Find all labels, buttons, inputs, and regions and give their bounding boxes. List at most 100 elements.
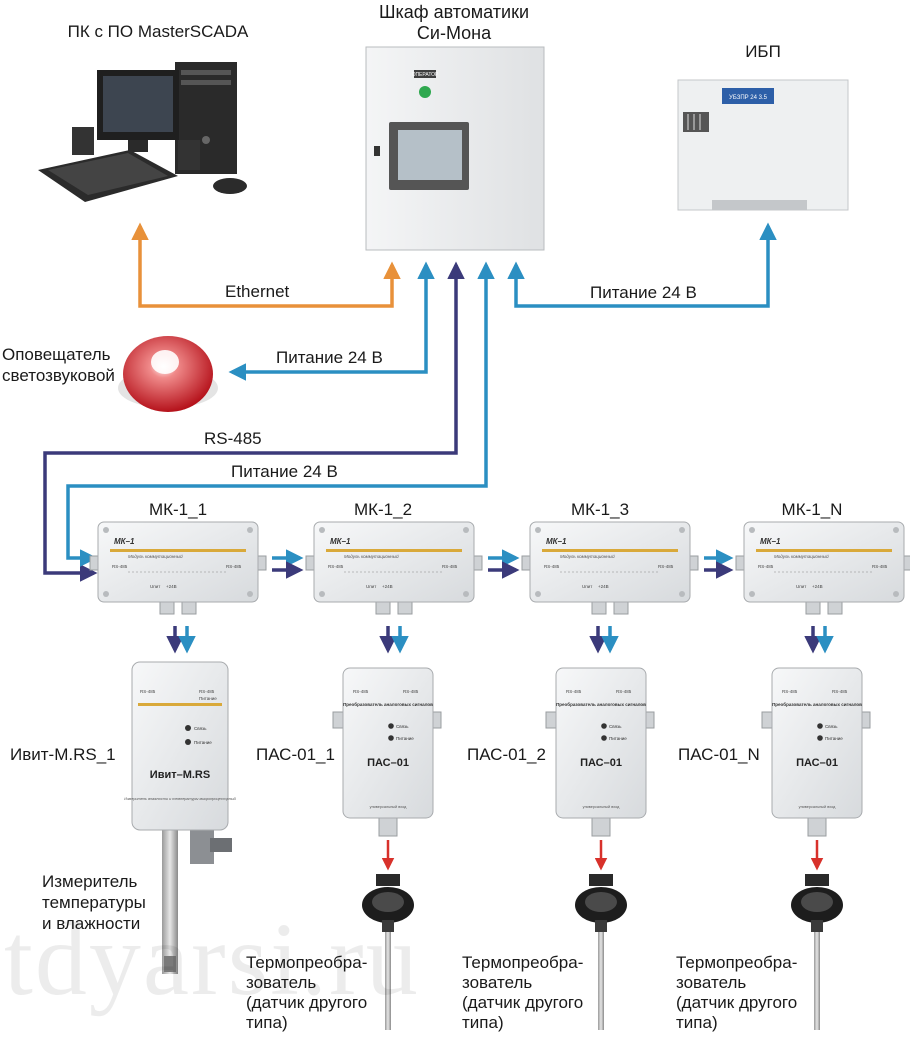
ivit-caption-line3: и влажности [42, 914, 141, 933]
module-volt: +24В [598, 584, 609, 589]
module-body [743, 521, 905, 603]
converter-label-1: ПАС-01_1 [256, 745, 335, 764]
power-bus-line [66, 261, 495, 567]
thermo-sensor-3 [791, 874, 843, 1030]
siren-dome [123, 336, 213, 412]
module-volt: +24В [382, 584, 393, 589]
module-title: МК–1 [330, 537, 351, 546]
watermark: tdyarsi.ru [4, 902, 420, 1017]
converter-led-2-text: Питание [609, 736, 627, 741]
ivit-body [131, 661, 229, 831]
ivit-led-2-text: Питание [194, 740, 212, 745]
module-screw [749, 591, 755, 597]
pc-speaker-left [72, 127, 94, 155]
module-port-left: RS-485 [112, 564, 128, 569]
module-label-n: МК-1_N [781, 500, 843, 519]
ivit-stripe [138, 703, 222, 706]
module-screw [893, 527, 899, 533]
converter-name: ПАС–01 [796, 757, 838, 769]
module-pit: Uпит [366, 584, 376, 589]
ivit-port-right: RS-485 [199, 689, 215, 694]
ivit-caption-line2: температуры [42, 893, 146, 912]
converter-led-1-text: Связь [609, 724, 622, 729]
converter-port-left: RS-485 [782, 689, 798, 694]
module-screw [535, 591, 541, 597]
thermo-neck [382, 920, 394, 932]
converter-port-left: RS-485 [566, 689, 582, 694]
svg-text:УБЗПР 24 3.5: УБЗПР 24 3.5 [729, 95, 768, 101]
converter-name: ПАС–01 [367, 757, 409, 769]
module-label-3: МК-1_3 [570, 500, 630, 519]
module-port-right: RS-485 [658, 564, 674, 569]
thermo-cap [376, 874, 400, 886]
module-screw [893, 591, 899, 597]
thermo-caption-1: Термопреобра- зователь (датчик другого т… [246, 953, 368, 1032]
ups-badge [722, 88, 774, 104]
module-screw [319, 591, 325, 597]
pc-speaker-right [178, 140, 200, 170]
module-links-layer [166, 549, 834, 654]
pc-mouse [213, 178, 247, 194]
converter-led-1-text: Связь [396, 724, 409, 729]
converter-led-1 [388, 723, 394, 729]
module-port-left: RS-485 [758, 564, 774, 569]
module-body [529, 521, 691, 603]
module-pit: Uпит [150, 584, 160, 589]
ivit-probe [162, 824, 178, 974]
thermo-head-highlight [585, 892, 617, 912]
module-screw [535, 527, 541, 533]
module-body [97, 521, 259, 603]
thermo-cap [805, 874, 829, 886]
converter-footer: универсальный вход [799, 805, 836, 809]
converter-port-left: RS-485 [353, 689, 369, 694]
module-screw [749, 527, 755, 533]
module-screw [679, 527, 685, 533]
siren-illustration [118, 336, 218, 412]
converter-port-right: RS-485 [403, 689, 419, 694]
power-bus-label: Питание 24 В [231, 462, 338, 481]
module-screw [319, 527, 325, 533]
converter-led-2 [817, 735, 823, 741]
module-title: МК–1 [760, 537, 781, 546]
module-port-right: RS-485 [442, 564, 458, 569]
module-subtitle: Модуль коммутационный [128, 553, 183, 559]
ethernet-label: Ethernet [225, 282, 290, 301]
module-port-left: RS-485 [328, 564, 344, 569]
converter-body [342, 667, 434, 819]
ivit-port-left: RS-485 [140, 689, 156, 694]
thermo-head-highlight [372, 892, 404, 912]
module-volt: +24В [812, 584, 823, 589]
converter-led-1-text: Связь [825, 724, 838, 729]
converter-body [555, 667, 647, 819]
module-subtitle: Модуль коммутационный [560, 553, 615, 559]
converter-led-2-text: Питание [396, 736, 414, 741]
thermo-probe [814, 930, 820, 1030]
converter-led-1 [817, 723, 823, 729]
thermo-sensor-1 [362, 874, 414, 1030]
module-screw [463, 527, 469, 533]
module-volt: +24В [166, 584, 177, 589]
converter-led-2 [388, 735, 394, 741]
siren-label-line1: Оповещатель [2, 345, 111, 364]
converter-header: Преобразователь аналоговых сигналов [556, 701, 646, 707]
converter-gland-bottom [591, 815, 611, 837]
converter-port-right: RS-485 [616, 689, 632, 694]
module-label-1: МК-1_1 [148, 500, 208, 519]
ivit-led-1-text: Связь [194, 726, 207, 731]
module-screw [463, 591, 469, 597]
ivit-label: Ивит-M.RS_1 [10, 745, 116, 764]
module-port-right: RS-485 [872, 564, 888, 569]
cabinet-badge: ОПЕРАТОР [412, 72, 439, 78]
module-stripe [326, 549, 462, 552]
converter-body [771, 667, 863, 819]
converter-gland-bottom [807, 815, 827, 837]
module-screw [679, 591, 685, 597]
